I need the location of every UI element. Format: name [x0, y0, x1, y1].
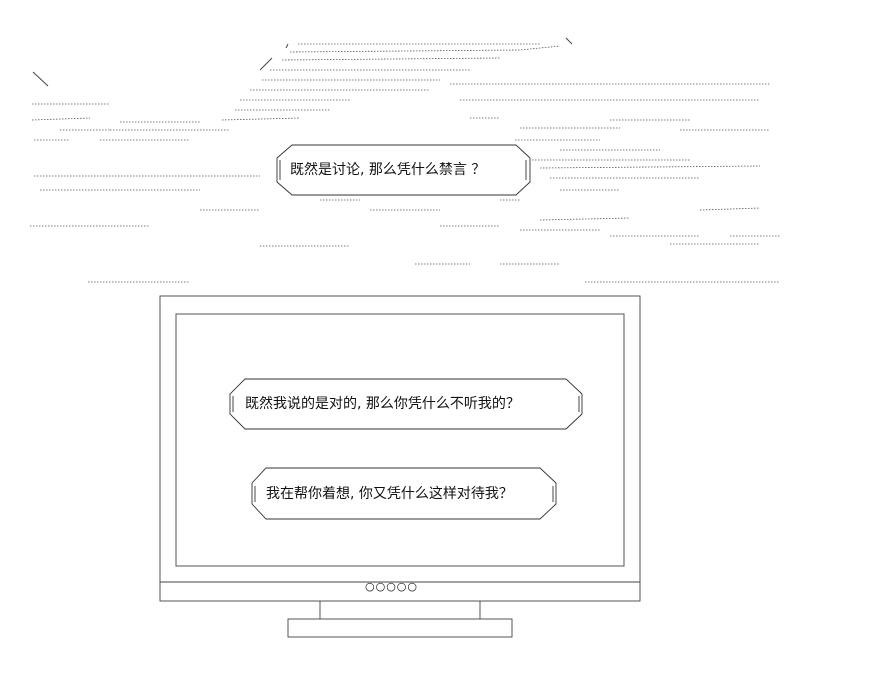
top-speech-bubble-text: 既然是讨论, 那么凭什么禁言 ？: [290, 162, 486, 178]
monitor-indicator-dots: ○○○○○: [365, 580, 418, 593]
monitor-speech-bubble-1-text: 既然我说的是对的, 那么你凭什么不听我的？: [245, 396, 520, 412]
monitor-speech-bubble-2-text: 我在帮你着想, 你又凭什么这样对待我？: [266, 486, 513, 502]
